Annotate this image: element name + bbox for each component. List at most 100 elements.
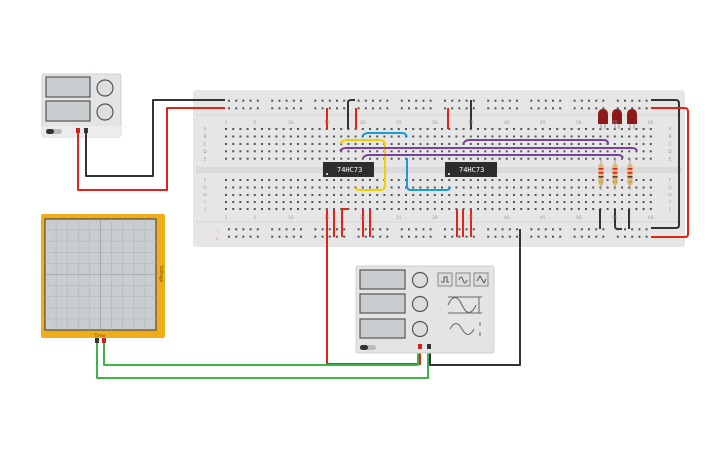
hole[interactable] — [606, 150, 609, 153]
hole[interactable] — [297, 179, 299, 181]
hole[interactable] — [563, 135, 566, 138]
rail-hole[interactable] — [552, 235, 554, 238]
hole[interactable] — [505, 179, 508, 181]
hole[interactable] — [246, 179, 249, 181]
hole[interactable] — [484, 150, 487, 153]
hole[interactable] — [354, 135, 357, 138]
hole[interactable] — [412, 143, 415, 145]
hole[interactable] — [289, 194, 292, 196]
hole[interactable] — [577, 157, 580, 160]
hole[interactable] — [333, 179, 335, 181]
rail-hole[interactable] — [458, 228, 461, 231]
hole[interactable] — [621, 150, 623, 153]
hole[interactable] — [635, 186, 638, 189]
hole[interactable] — [520, 143, 523, 145]
rail-hole[interactable] — [242, 235, 245, 238]
hole[interactable] — [405, 201, 407, 203]
rail-hole[interactable] — [400, 99, 403, 102]
led[interactable] — [627, 109, 637, 129]
hole[interactable] — [325, 157, 328, 160]
rail-hole[interactable] — [501, 228, 504, 231]
rail-hole[interactable] — [530, 228, 533, 231]
hole[interactable] — [577, 179, 580, 181]
hole[interactable] — [297, 143, 299, 145]
hole[interactable] — [491, 157, 494, 160]
hole[interactable] — [469, 143, 472, 145]
rail-hole[interactable] — [372, 228, 374, 231]
hole[interactable] — [570, 128, 573, 130]
rail-hole[interactable] — [451, 107, 454, 110]
rail-hole[interactable] — [530, 99, 533, 102]
hole[interactable] — [549, 201, 551, 203]
hole[interactable] — [541, 150, 544, 153]
rail-hole[interactable] — [472, 107, 475, 110]
hole[interactable] — [498, 201, 501, 203]
hole[interactable] — [498, 128, 501, 130]
hole[interactable] — [599, 128, 602, 130]
hole[interactable] — [448, 135, 451, 138]
hole[interactable] — [649, 143, 652, 145]
hole[interactable] — [513, 201, 515, 203]
hole[interactable] — [426, 201, 429, 203]
hole[interactable] — [239, 194, 242, 196]
hole[interactable] — [361, 179, 364, 181]
rail-hole[interactable] — [249, 99, 252, 102]
hole[interactable] — [405, 194, 407, 196]
hole[interactable] — [570, 157, 573, 160]
hole[interactable] — [441, 157, 443, 160]
hole[interactable] — [549, 194, 551, 196]
hole[interactable] — [498, 143, 501, 145]
hole[interactable] — [426, 143, 429, 145]
hole[interactable] — [347, 194, 350, 196]
rail-hole[interactable] — [472, 235, 475, 238]
hole[interactable] — [491, 150, 494, 153]
hole[interactable] — [333, 135, 335, 138]
hole[interactable] — [354, 143, 357, 145]
hole[interactable] — [282, 194, 285, 196]
rail-hole[interactable] — [487, 99, 490, 102]
hole[interactable] — [325, 135, 328, 138]
hole[interactable] — [469, 194, 472, 196]
hole[interactable] — [275, 186, 278, 189]
rail-hole[interactable] — [256, 228, 259, 231]
led[interactable] — [598, 109, 608, 129]
rail-hole[interactable] — [516, 228, 518, 231]
rail-hole[interactable] — [271, 99, 274, 102]
hole[interactable] — [282, 143, 285, 145]
voltage-knob[interactable] — [96, 79, 114, 97]
hole[interactable] — [498, 186, 501, 189]
hole[interactable] — [253, 194, 256, 196]
hole[interactable] — [462, 194, 465, 196]
hole[interactable] — [635, 150, 638, 153]
rail-hole[interactable] — [386, 99, 389, 102]
hole[interactable] — [505, 186, 508, 189]
hole[interactable] — [340, 179, 343, 181]
hole[interactable] — [383, 135, 386, 138]
hole[interactable] — [412, 208, 415, 210]
rail-hole[interactable] — [588, 228, 590, 231]
hole[interactable] — [585, 194, 587, 196]
hole[interactable] — [232, 128, 235, 130]
hole[interactable] — [455, 201, 458, 203]
hole[interactable] — [304, 128, 307, 130]
hole[interactable] — [282, 157, 285, 160]
rail-hole[interactable] — [631, 228, 634, 231]
hole[interactable] — [289, 128, 292, 130]
rail-hole[interactable] — [429, 107, 432, 110]
hole[interactable] — [556, 143, 559, 145]
hole[interactable] — [232, 179, 235, 181]
rail-hole[interactable] — [552, 228, 554, 231]
hole[interactable] — [649, 179, 652, 181]
rail-hole[interactable] — [494, 107, 497, 110]
hole[interactable] — [606, 179, 609, 181]
rail-hole[interactable] — [501, 107, 504, 110]
rail-hole[interactable] — [624, 107, 626, 110]
rail-hole[interactable] — [559, 235, 562, 238]
hole[interactable] — [469, 201, 472, 203]
rail-hole[interactable] — [624, 99, 626, 102]
hole[interactable] — [397, 135, 400, 138]
hole[interactable] — [268, 179, 271, 181]
hole[interactable] — [412, 128, 415, 130]
rail-hole[interactable] — [552, 99, 554, 102]
